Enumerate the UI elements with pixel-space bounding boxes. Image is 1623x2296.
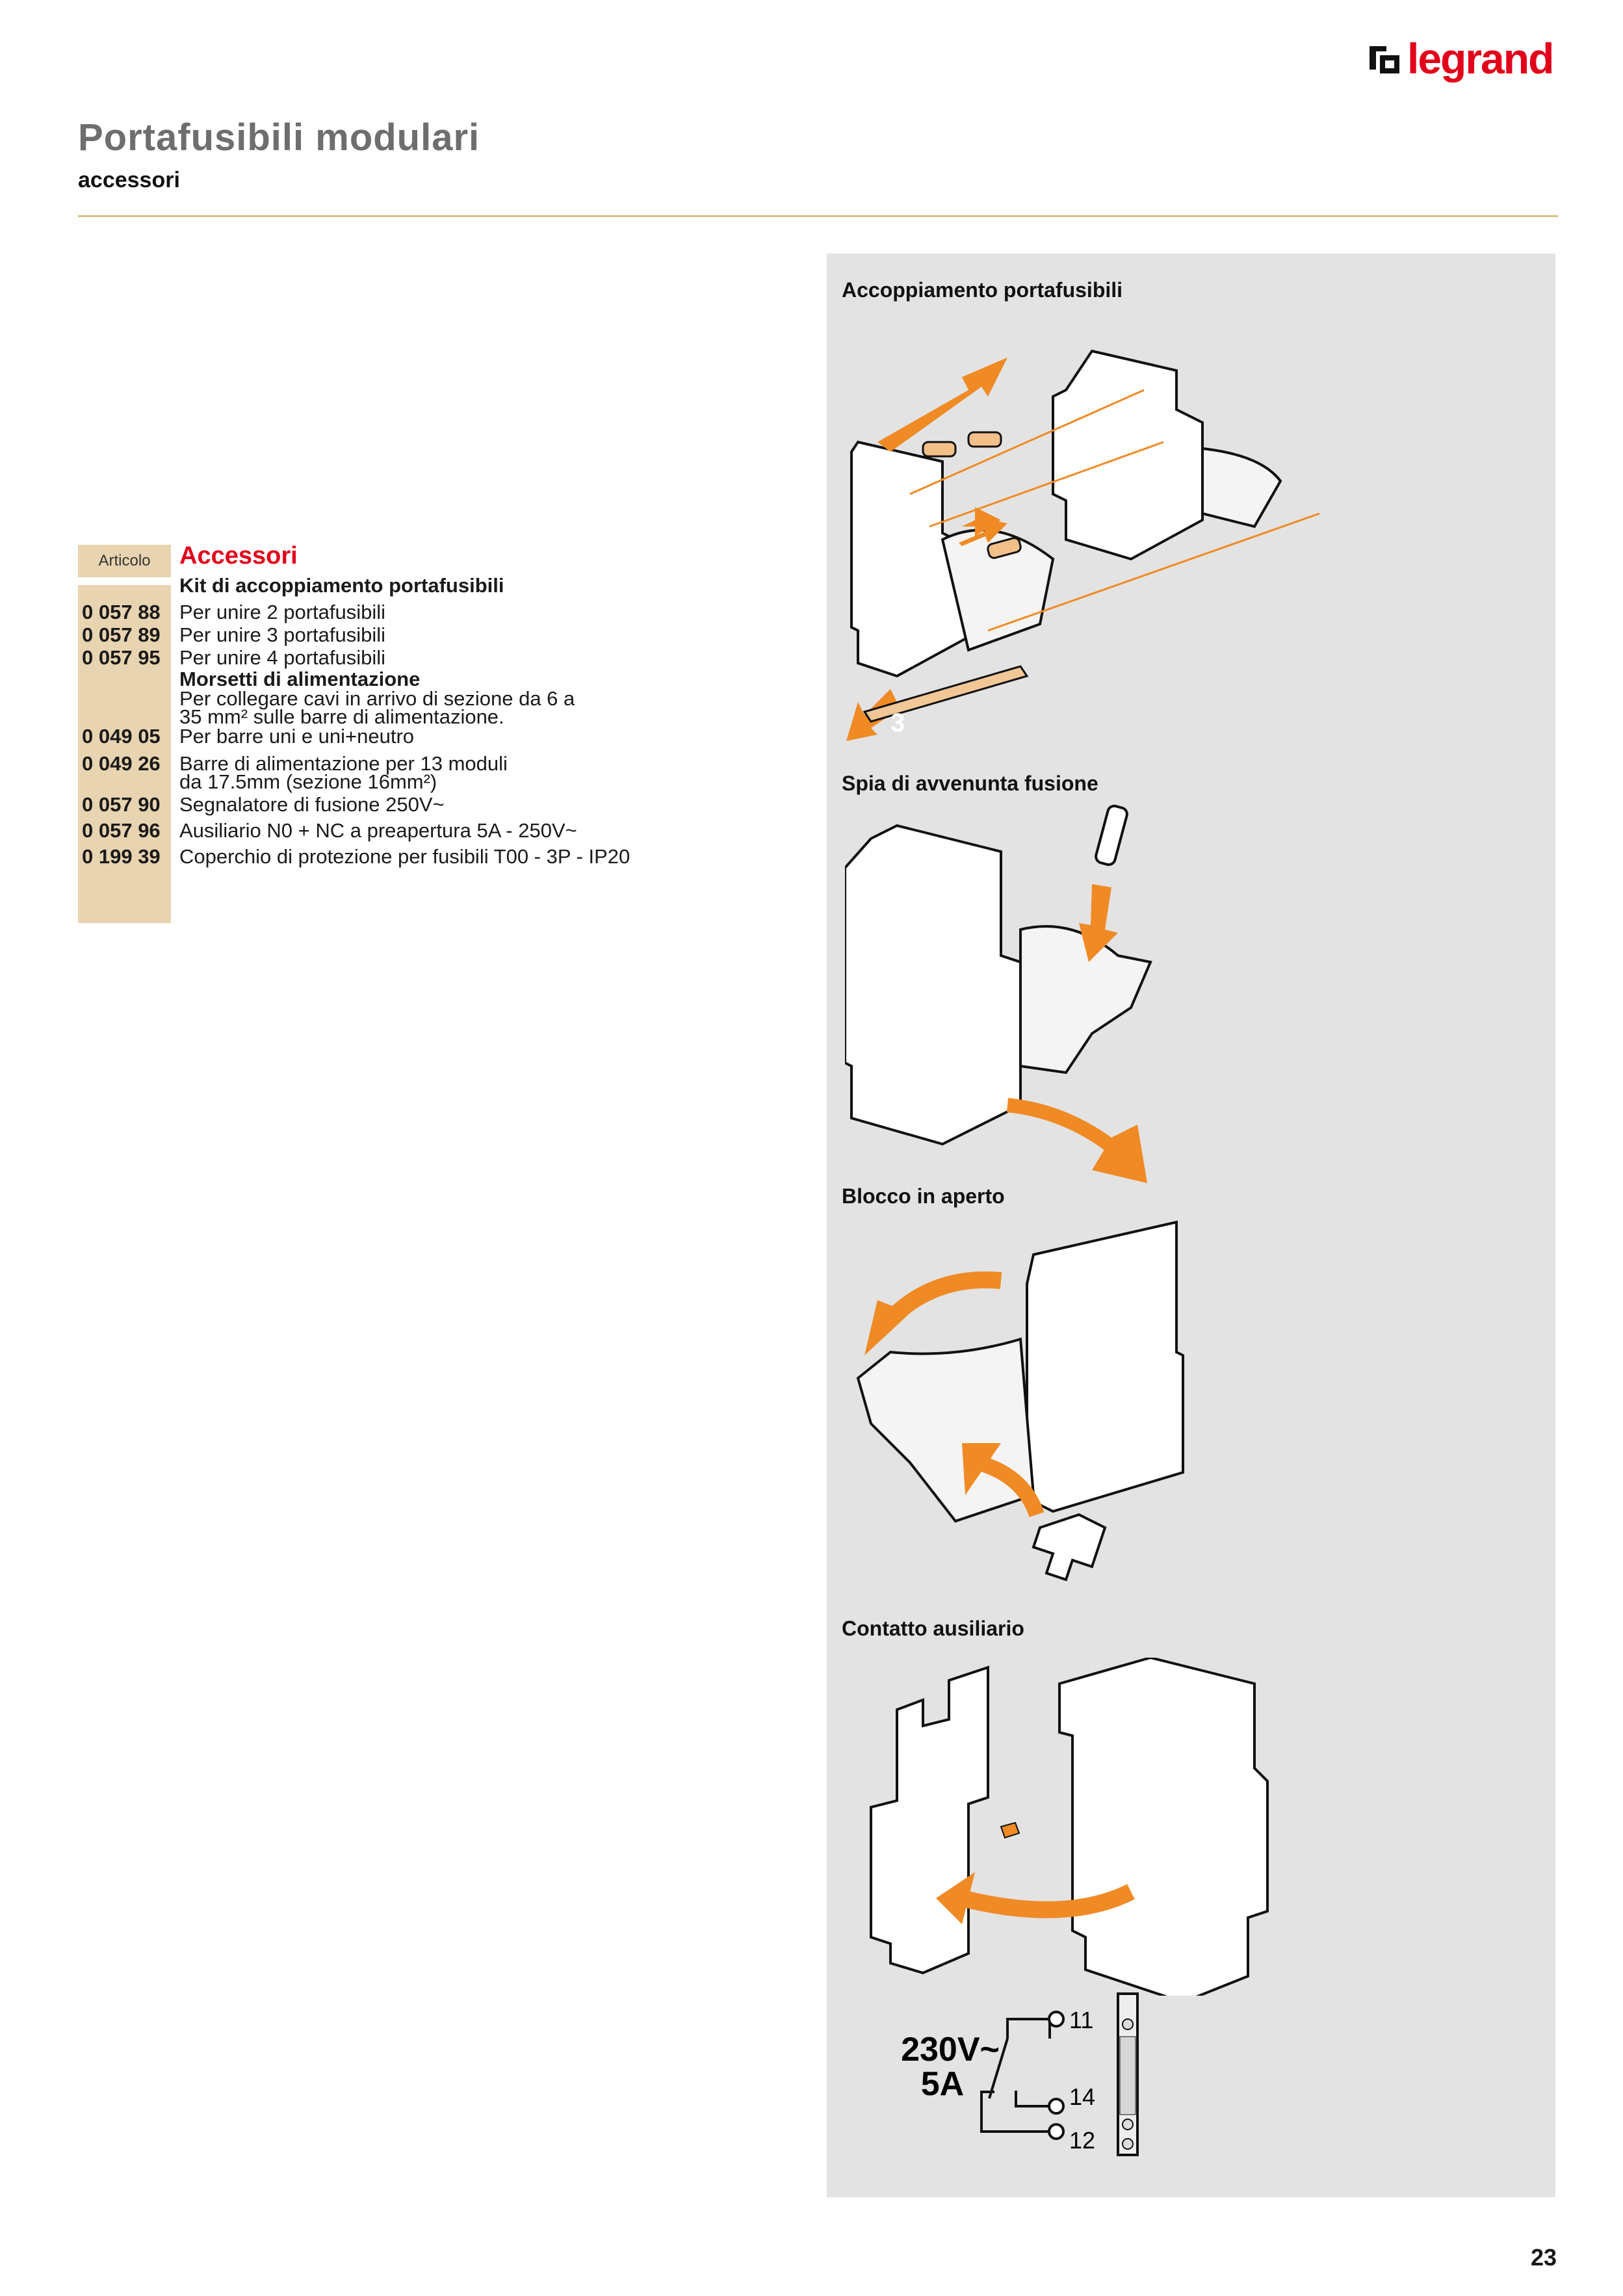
article-desc: Per collegare cavi in arrivo di sezione … [179, 687, 575, 710]
section-title: Accessori [179, 542, 298, 569]
auxiliary-contact-illustration [870, 1658, 1269, 1996]
article-code: 0 049 26 [82, 752, 161, 775]
terminal-label: 12 [1069, 2127, 1095, 2154]
column-header-articolo: Articolo [78, 545, 171, 577]
article-code: 0 199 39 [82, 845, 161, 868]
article-code: 0 057 96 [82, 819, 161, 842]
article-desc: Barre di alimentazione per 13 moduli [179, 752, 508, 775]
arrow-1-icon [962, 507, 1001, 536]
step-label: 1 [1160, 496, 1175, 525]
article-desc: Per unire 2 portafusibili [179, 601, 386, 623]
terminal-label: 11 [1069, 2007, 1093, 2033]
rating-current: 5A [921, 2065, 964, 2103]
article-code: 0 057 90 [82, 793, 161, 816]
article-code: 0 049 05 [82, 725, 161, 748]
legrand-logo: legrand [1368, 33, 1554, 85]
section-heading: Contatto ausiliario [842, 1617, 1024, 1640]
step-label: 2 [1095, 356, 1110, 384]
article-code: 0 057 89 [82, 623, 161, 646]
group-heading: Kit di accoppiamento portafusibili [179, 574, 504, 597]
open-lock-illustration [856, 1220, 1184, 1582]
section-heading: Accoppiamento portafusibili [842, 278, 1123, 302]
header-divider [78, 215, 1558, 217]
group-heading: Morsetti di alimentazione [179, 668, 421, 690]
fuse-indicator-illustration [845, 804, 1152, 1183]
step-label: 3 [890, 709, 905, 737]
article-desc: 35 mm² sulle barre di alimentazione. [179, 705, 504, 728]
page-subtitle: accessori [78, 168, 180, 192]
fuse-holder-coupling-illustration: 2 1 3 [846, 349, 1320, 741]
page-number: 23 [1531, 2244, 1557, 2271]
legrand-mark-icon [1368, 42, 1401, 75]
article-desc: Ausiliario N0 + NC a preapertura 5A - 25… [179, 819, 577, 842]
terminal-label: 14 [1069, 2083, 1095, 2110]
article-desc: Per unire 3 portafusibili [179, 623, 386, 646]
article-code: 0 057 88 [82, 601, 161, 623]
article-desc: da 17.5mm (sezione 16mm²) [179, 770, 437, 793]
article-desc: Per unire 4 portafusibili [179, 646, 386, 669]
arrow-2-icon [877, 358, 1007, 452]
section-heading: Spia di avvenunta fusione [842, 772, 1098, 795]
contact-module-front-view [1117, 1992, 1139, 2156]
rating-voltage: 230V~ [901, 2031, 1000, 2068]
page-title: Portafusibili modulari [78, 116, 480, 159]
code-column-background [78, 585, 171, 923]
article-desc: Per barre uni e uni+neutro [179, 725, 415, 748]
auxiliary-contact-wiring-diagram: 230V~ 5A 11 14 12 [901, 1992, 1139, 2156]
article-desc: Coperchio di protezione per fusibili T00… [179, 845, 630, 868]
article-desc: Segnalatore di fusione 250V~ [179, 793, 445, 816]
section-heading: Blocco in aperto [842, 1184, 1005, 1208]
article-code: 0 057 95 [82, 646, 161, 669]
legrand-wordmark: legrand [1407, 34, 1554, 83]
